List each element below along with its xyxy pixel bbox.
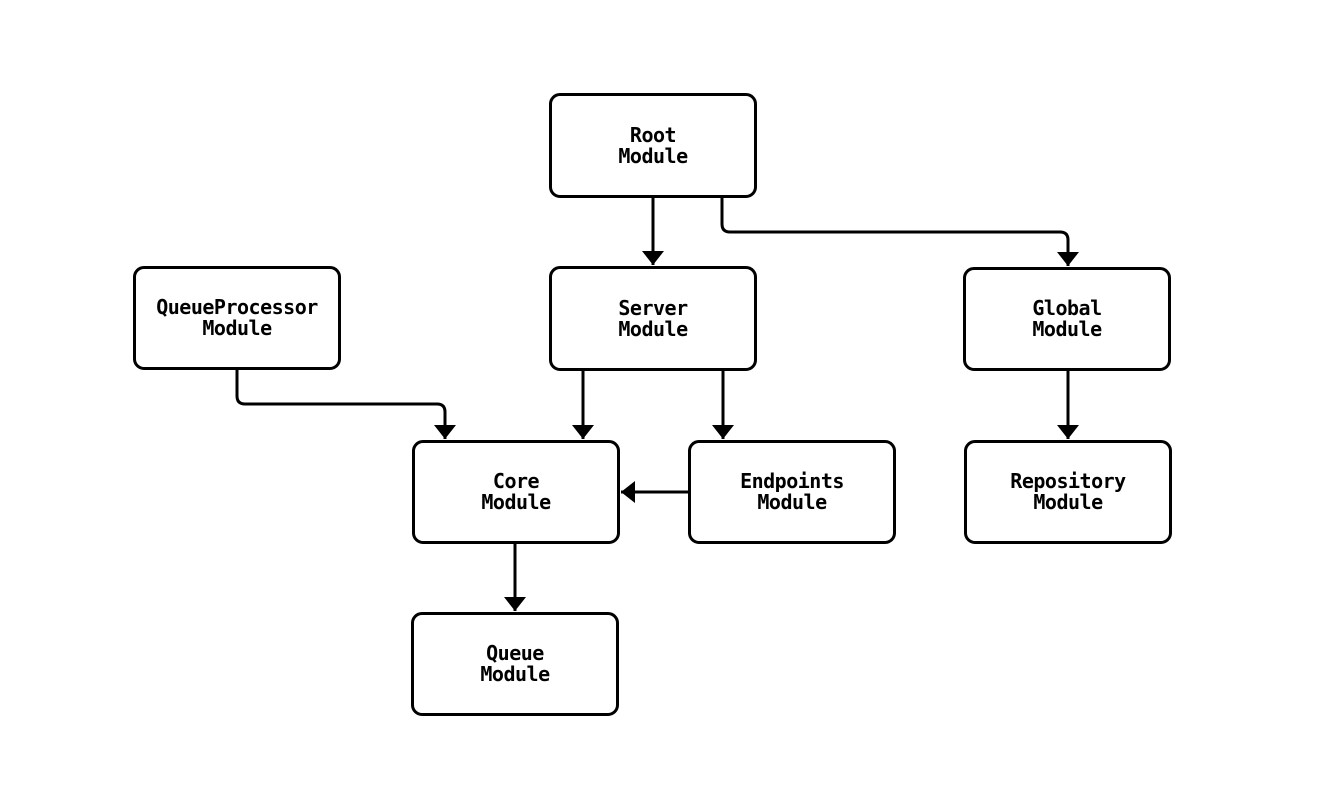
node-label-line: Server xyxy=(618,295,688,320)
node-server-module: Server Module xyxy=(549,266,757,371)
node-root-module: Root Module xyxy=(549,93,757,198)
node-label-line: Root xyxy=(629,122,677,147)
node-label-line: Module xyxy=(202,316,272,340)
node-label-line: QueueProcessor xyxy=(156,295,318,319)
edge-root-global xyxy=(720,198,1079,266)
node-label-line: Module xyxy=(481,490,551,514)
node-label-line: Queue xyxy=(486,641,544,665)
node-global-module: Global Module xyxy=(963,267,1171,371)
node-label-line: Repository xyxy=(1010,469,1126,493)
node-repository-module: Repository Module xyxy=(964,440,1172,544)
node-label-line: Module xyxy=(480,662,550,686)
node-label-line: Module xyxy=(618,316,688,341)
node-label-line: Global xyxy=(1032,296,1102,320)
node-endpoints-module: Endpoints Module xyxy=(688,440,896,544)
node-queueprocessor-module: QueueProcessor Module xyxy=(133,266,341,370)
node-queue-module: Queue Module xyxy=(411,612,619,716)
node-label-line: Core xyxy=(492,469,540,493)
node-label-line: Module xyxy=(618,143,688,168)
edge-queueprocessor-core xyxy=(235,370,456,439)
node-core-module: Core Module xyxy=(412,440,620,544)
node-label-line: Module xyxy=(1032,317,1102,341)
node-label-line: Module xyxy=(1033,490,1103,514)
node-label-line: Endpoints xyxy=(740,469,844,493)
node-label-line: Module xyxy=(757,490,827,514)
